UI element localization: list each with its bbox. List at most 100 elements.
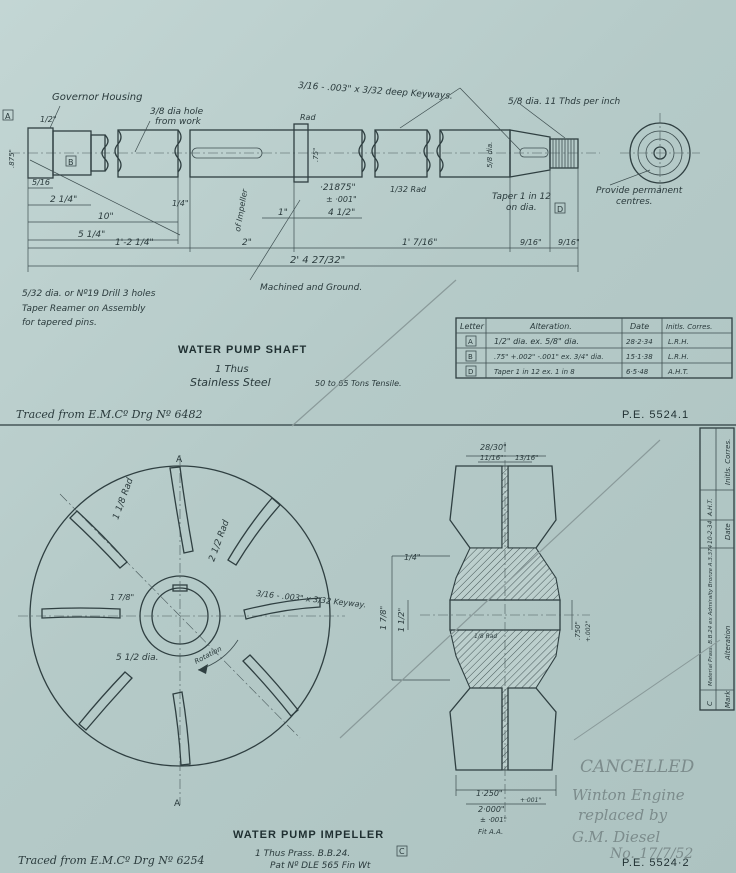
dim-21875: ·21875" (320, 183, 356, 193)
drill-note-2: Taper Reamer on Assembly (22, 304, 146, 314)
rotation-label: Rotation (193, 645, 223, 666)
marker-c: C (396, 845, 408, 857)
side-header-initials: Initls. Corres. (724, 439, 732, 485)
dia-5-1-2-label: 5 1/2 dia. (116, 653, 159, 663)
impeller-quantity: 1 Thus Prass. B.B.24. (255, 849, 350, 859)
dim-5-1-4: 5 1/4" (78, 230, 105, 240)
machined-label: Machined and Ground. (260, 283, 362, 293)
shaft-quantity: 1 Thus (215, 364, 249, 375)
shaft-drawing (10, 87, 700, 281)
governor-housing-label: Governor Housing (52, 92, 142, 103)
dim-875: .875" (8, 149, 16, 168)
pencil-line-2: replaced by (578, 806, 668, 824)
svg-text:D: D (557, 205, 563, 214)
dim-1-2-1-4: 1'-2 1/4" (115, 238, 154, 248)
dim-5-8: 5/8 dia. (486, 142, 494, 168)
side-row-date: 10-2-34 (707, 520, 714, 544)
taper-label: Taper 1 in 12 (492, 192, 551, 202)
alt-row3-initials: A.H.T. (667, 368, 688, 376)
section-marker-bottom: A (174, 799, 181, 809)
dim-1: 1" (278, 208, 288, 218)
dim-9-16: 9/16" (520, 238, 542, 247)
dim-1-4-section: 1/4" (404, 553, 421, 562)
dim-1-7-16: 1' 7/16" (402, 238, 437, 248)
pencil-line-4: No. 17/7/52 (609, 846, 693, 862)
side-header-date: Date (724, 523, 732, 540)
fit-label: Fit A.A. (478, 828, 503, 836)
side-table (699, 427, 735, 711)
shaft-tensile: 50 to 65 Tons Tensile. (315, 379, 402, 388)
dim-5-16: 5/16 (32, 178, 50, 187)
dim-2-4: 2' 4 27/32" (290, 255, 345, 266)
alt-row1-alteration: 1/2" dia. ex. 5/8" dia. (494, 337, 579, 346)
dim-4-1-2: 4 1/2" (328, 208, 355, 218)
hole-label-2: from work (155, 117, 202, 127)
alt-row2-date: 15·1·38 (626, 353, 653, 361)
rad-2-1-2-label: 2 1/2 Rad (207, 519, 231, 563)
shaft-title: WATER PUMP SHAFT (178, 344, 307, 356)
alt-row3-letter: D (468, 368, 473, 376)
dim-1-7-8-section: 1 7/8" (379, 606, 388, 630)
dim-1-7-8-front: 1 7/8" (110, 593, 134, 602)
centres-label: Provide permanent (596, 186, 683, 196)
centres-label-2: centres. (616, 197, 653, 207)
dim-2000-tol: ± ·001" (480, 816, 507, 824)
pencil-cancellation (291, 279, 721, 741)
alt-row1-initials: L.R.H. (668, 338, 689, 346)
drill-note-3: for tapered pins. (22, 318, 97, 328)
rad-label-section: 1/8 Rad (474, 633, 497, 640)
alt-row2-letter: B (468, 353, 473, 361)
side-header-mark: Mark (724, 690, 732, 708)
alt-row1-date: 28·2·34 (626, 338, 653, 346)
dim-11-16: 11/16" (480, 454, 503, 462)
alt-row2-initials: L.R.H. (668, 353, 689, 361)
rad-label: Rad (300, 113, 316, 122)
dim-28-30: 28/30" (480, 443, 507, 452)
dim-2000: 2·000" (478, 805, 505, 814)
impeller-title: WATER PUMP IMPELLER (233, 829, 384, 841)
side-row-alteration: Material Prass. B.B.24 ex Admiralty Bron… (708, 544, 714, 686)
dim-750: .750" (574, 621, 582, 640)
dim-1-1-2-section: 1 1/2" (397, 608, 406, 632)
alt-row3-date: 6·5·48 (626, 368, 649, 376)
dim-quarter: 1/4" (172, 199, 189, 208)
pencil-line-3: G.M. Diesel (572, 828, 660, 846)
pencil-cancelled: CANCELLED (580, 757, 695, 777)
alteration-table (455, 317, 733, 379)
taper-label-2: on dia. (506, 203, 537, 213)
pencil-line-1: Winton Engine (572, 786, 685, 804)
alt-header-alteration: Alteration. (529, 322, 572, 331)
dim-2-1-4: 2 1/4" (50, 195, 77, 205)
dim-2: 2" (242, 238, 252, 248)
keyways-label: 3/16 - .003" x 3/32 deep Keyways. (298, 81, 453, 102)
marker-a: A (2, 109, 14, 121)
hole-label: 3/8 dia hole (150, 107, 204, 117)
drill-note-1: 5/32 dia. or Nº19 Drill 3 holes (22, 289, 156, 299)
dim-750-tol: +.002" (585, 621, 592, 642)
alt-row3-alteration: Taper 1 in 12 ex. 1 in 8 (494, 368, 575, 376)
shaft-drawing-number: P.E. 5524.1 (622, 409, 689, 421)
svg-text:C: C (399, 847, 405, 856)
alt-row2-alteration: .75" +.002" -.001" ex. 3/4" dia. (494, 353, 604, 361)
dim-9-16-b: 9/16" (558, 238, 580, 247)
thread-label: 5/8 dia. 11 Thds per inch (508, 97, 621, 107)
alt-row1-letter: A (468, 338, 473, 346)
rad-1-1-8-label: 1 1/8 Rad (111, 477, 135, 521)
impeller-front-view (18, 455, 345, 805)
svg-text:B: B (68, 158, 74, 167)
impeller-keyway-label: 3/16 - .003" x 3/32 Keyway. (256, 589, 367, 609)
side-row-initials: A.H.T. (707, 498, 714, 517)
marker-b: B (65, 155, 77, 167)
impeller-drawing-number: P.E. 5524·2 (622, 857, 690, 869)
dim-13-16: 13/16" (515, 454, 538, 462)
side-header-alteration: Alteration (724, 626, 732, 661)
dim-half: 1/2" (40, 115, 57, 124)
shaft-tracing-note: Traced from E.M.Cº Drg Nº 6482 (16, 408, 203, 421)
impeller-pattern: Pat Nº DLE 565 Fin Wt (270, 861, 371, 871)
dim-21875-tol: ± ·001" (326, 195, 357, 204)
shaft-material: Stainless Steel (190, 376, 271, 389)
svg-text:A: A (5, 112, 11, 121)
section-marker-top: A (176, 455, 183, 465)
